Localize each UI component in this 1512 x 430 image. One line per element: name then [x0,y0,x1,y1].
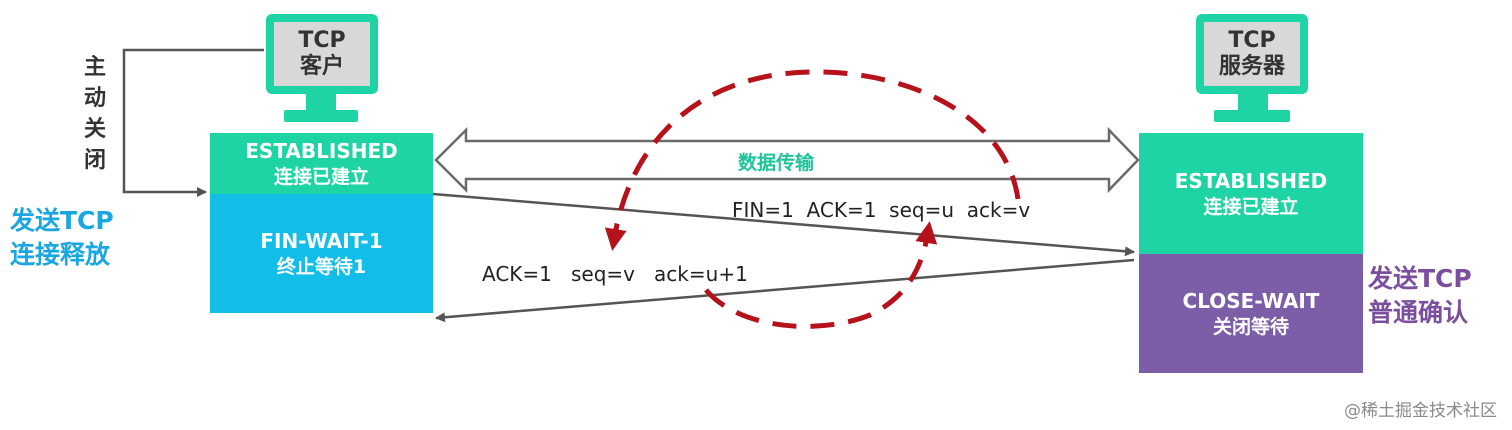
server-monitor-screen: TCP 服务器 [1204,22,1300,86]
server-established-en: ESTABLISHED [1174,168,1328,193]
fin-message-label: FIN=1 ACK=1 seq=u ack=v [732,198,1031,222]
data-transfer-label: 数据传输 [738,152,815,174]
client-side-label: 发送TCP 连接释放 [10,204,114,272]
server-side-label: 发送TCP 普通确认 [1368,262,1472,330]
server-established-box: ESTABLISHED 连接已建立 [1139,133,1363,254]
server-monitor-base [1214,110,1290,122]
client-monitor-line2: 客户 [299,54,344,79]
server-established-zh: 连接已建立 [1203,195,1299,218]
ack-message-label: ACK=1 seq=v ack=u+1 [482,262,748,286]
fin-message-arrow [432,192,1135,257]
server-monitor-stand [1238,94,1268,110]
client-side-label-line2: 连接释放 [10,240,111,269]
client-monitor-stand [306,94,336,110]
server-close-wait-zh: 关闭等待 [1212,315,1289,338]
client-fin-wait-en: FIN-WAIT-1 [260,228,383,253]
active-close-label: 主 动 关 闭 [80,52,110,176]
active-close-char-4: 闭 [83,148,106,173]
ack-message-arrow [435,258,1135,323]
active-close-arrow [122,48,264,197]
cycle-arc-bottom [704,221,938,329]
server-monitor-line2: 服务器 [1218,54,1285,79]
server-close-wait-en: CLOSE-WAIT [1182,288,1320,313]
server-monitor-line1: TCP [1228,28,1276,53]
client-established-box: ESTABLISHED 连接已建立 [210,133,433,194]
client-monitor-icon: TCP 客户 [266,14,378,94]
server-close-wait-box: CLOSE-WAIT 关闭等待 [1139,254,1363,373]
client-monitor-screen: TCP 客户 [274,22,370,86]
client-established-zh: 连接已建立 [273,165,369,188]
active-close-char-3: 关 [83,117,106,142]
client-fin-wait-zh: 终止等待1 [276,255,367,278]
cycle-arc-main [604,69,1021,251]
client-side-label-line1: 发送TCP [10,206,114,235]
data-transfer-double-arrow [434,126,1140,194]
server-side-label-line2: 普通确认 [1368,298,1469,327]
active-close-char-1: 主 [83,55,106,80]
watermark: @稀土掘金技术社区 [1344,401,1497,421]
client-fin-wait-box: FIN-WAIT-1 终止等待1 [210,194,433,313]
client-established-en: ESTABLISHED [245,138,398,163]
active-close-char-2: 动 [83,86,106,111]
server-monitor-icon: TCP 服务器 [1196,14,1308,94]
server-side-label-line1: 发送TCP [1368,264,1472,293]
client-monitor-base [284,110,358,122]
client-monitor-line1: TCP [298,28,346,53]
